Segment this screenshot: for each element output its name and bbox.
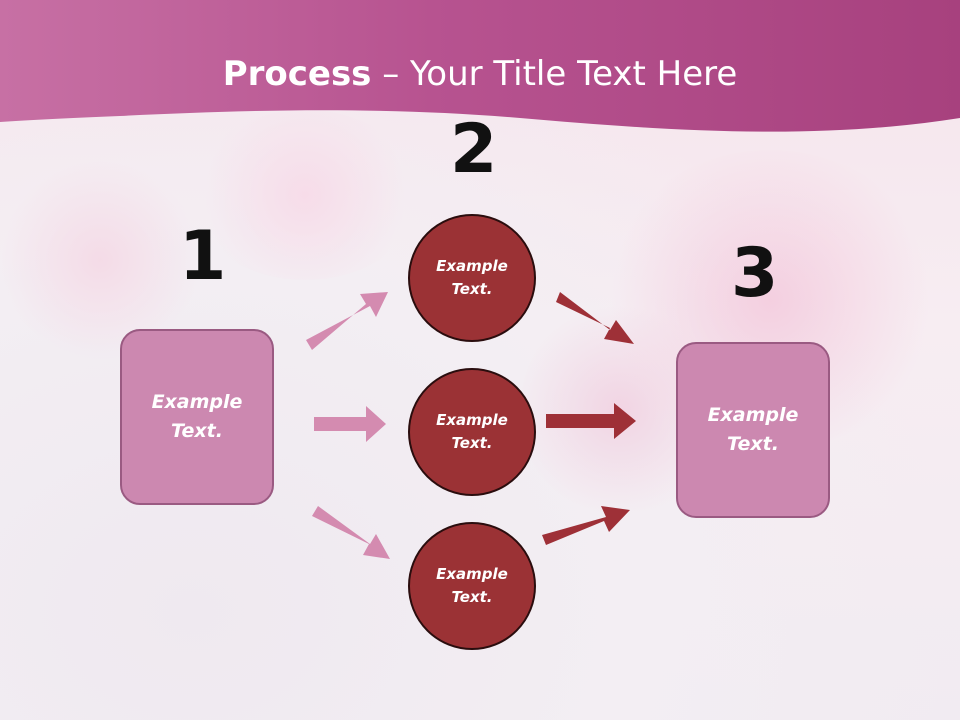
step-3-box: Example Text. — [676, 342, 830, 518]
red-arrow-up — [542, 506, 630, 545]
pink-arrow-up — [306, 292, 388, 350]
red-arrow-down — [556, 292, 634, 344]
pink-arrow-right — [314, 406, 386, 442]
page-title: Process – Your Title Text Here — [0, 54, 960, 94]
step-2-circle-top: Example Text. — [408, 214, 536, 342]
step-2-circle-bottom: Example Text. — [408, 522, 536, 650]
step-number-1: 1 — [179, 217, 227, 296]
step-1-box: Example Text. — [120, 329, 274, 505]
step-3-label: Example Text. — [707, 404, 799, 455]
step-number-3: 3 — [731, 234, 779, 313]
blossom-cluster-top-left — [190, 110, 420, 280]
step-1-label: Example Text. — [151, 391, 243, 442]
step-2-label-bottom: Example Text. — [436, 565, 508, 606]
pink-arrow-down — [312, 506, 390, 559]
title-bold-part: Process — [222, 54, 372, 94]
title-rest-part: – Your Title Text Here — [371, 54, 738, 94]
blossom-cluster-left — [0, 160, 200, 360]
step-2-label-middle: Example Text. — [436, 411, 508, 452]
title-band — [0, 0, 960, 132]
step-number-2: 2 — [450, 110, 498, 189]
red-arrow-right — [546, 403, 636, 439]
step-2-circle-middle: Example Text. — [408, 368, 536, 496]
step-2-label-top: Example Text. — [436, 257, 508, 298]
